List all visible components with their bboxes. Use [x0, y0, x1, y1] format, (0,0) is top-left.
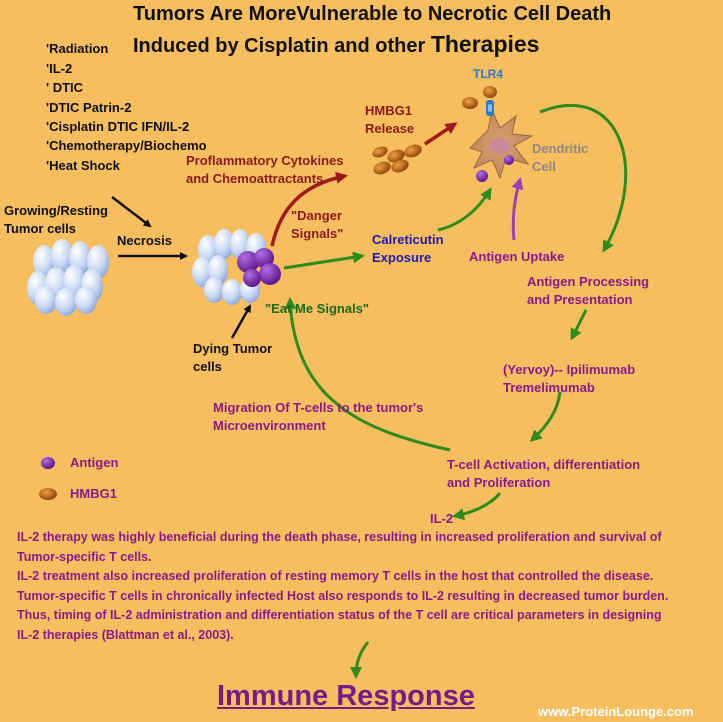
migration-label: Migration Of T-cells to the tumor's Micr… — [213, 400, 424, 433]
growing-tumor-cells — [27, 239, 109, 316]
paragraph-line: Tumor-specific T cells in chronically in… — [17, 588, 669, 603]
treatment-item: 'Radiation — [46, 41, 109, 56]
immune-response-heading: Immune Response — [217, 680, 475, 712]
dying-tumor-cells — [192, 229, 281, 305]
title-line-2-part-a: Induced by Cisplatin and other — [133, 35, 431, 57]
growing-tumor-label: Growing/Resting Tumor cells — [4, 203, 108, 236]
dendritic-cell-label: Dendritic Cell — [532, 141, 589, 174]
legend-hmgb1-symbol — [39, 488, 57, 500]
legend-hmgb1-label: HMBG1 — [70, 486, 117, 501]
hmgb1-molecules — [372, 144, 422, 175]
legend-antigen-symbol — [41, 457, 55, 469]
treatment-item: 'Chemotherapy/Biochemo — [46, 138, 207, 153]
antigen-uptake-label: Antigen Uptake — [469, 249, 565, 264]
il2-description-paragraph: IL-2 therapy was highly beneficial durin… — [17, 528, 717, 645]
paragraph-line: IL-2 treatment also increased proliferat… — [17, 569, 654, 583]
legend-antigen-label: Antigen — [70, 455, 119, 470]
eat-me-signals-label: "Eat Me Signals" — [265, 301, 370, 316]
paragraph-line: IL-2 therapy was highly beneficial durin… — [17, 530, 662, 544]
treatment-item: ' DTIC — [46, 80, 84, 95]
paragraph-line: Thus, timing of IL-2 administration and … — [17, 608, 662, 622]
treatment-item: 'Heat Shock — [46, 158, 120, 173]
necrosis-label: Necrosis — [117, 233, 172, 248]
black-arrows — [111, 196, 252, 339]
treatment-item: 'Cisplatin DTIC IFN/IL-2 — [46, 119, 190, 134]
treatment-item: 'IL-2 — [46, 61, 73, 76]
green-arrows — [283, 104, 628, 679]
checkpoint-inhibitors-label: (Yervoy)-- Ipilimumab Tremelimumab — [503, 362, 636, 395]
title-line-1: Tumors Are MoreVulnerable to Necrotic Ce… — [133, 3, 612, 25]
tlr4-receptor — [462, 86, 497, 116]
il2-label: IL-2 — [430, 511, 454, 526]
tlr4-label: TLR4 — [473, 67, 503, 81]
paragraph-line: IL-2 therapies (Blattman et al., 2003). — [17, 627, 234, 642]
red-arrows — [270, 122, 458, 247]
danger-signals-label: "Danger Signals" — [291, 208, 344, 241]
tcell-activation-label: T-cell Activation, differentiation and P… — [447, 457, 641, 490]
calreticulin-label: Calreticutin Exposure — [372, 232, 444, 265]
paragraph-line: Tumor-specific T cells. — [17, 549, 152, 564]
cytokines-label: Proflammatory Cytokines and Chemoattract… — [186, 153, 344, 186]
title-line-2-part-b: Therapies — [430, 31, 540, 57]
dying-tumor-label: Dying Tumor cells — [193, 341, 273, 374]
watermark: www.ProteinLounge.com — [538, 704, 694, 719]
hmgb1-release-label: HMBG1 Release — [365, 103, 415, 136]
antigen-uptake-arrow — [511, 177, 524, 241]
title-line-2: Induced by Cisplatin and other Therapies — [133, 31, 539, 58]
antigen-processing-label: Antigen Processing and Presentation — [527, 274, 650, 307]
treatment-item: 'DTIC Patrin-2 — [46, 100, 132, 115]
dendritic-cell — [469, 108, 534, 182]
